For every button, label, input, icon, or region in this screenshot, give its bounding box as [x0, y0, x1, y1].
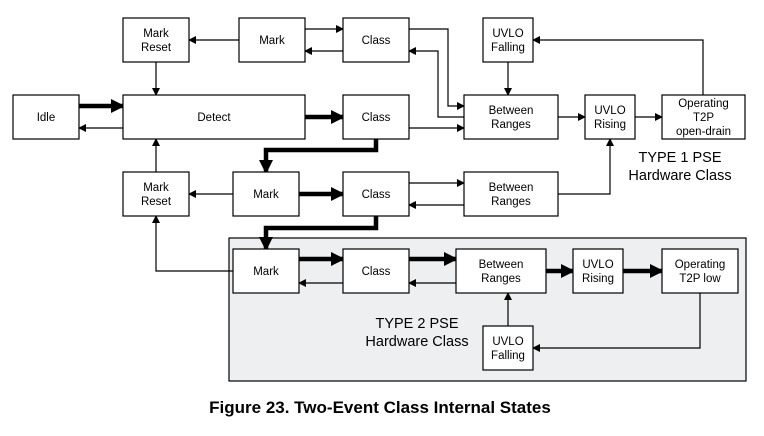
state-uvlo-rising-t2: UVLO Rising	[572, 248, 624, 294]
state-box	[572, 248, 624, 294]
state-box	[122, 17, 190, 63]
state-box	[342, 94, 410, 140]
state-box	[238, 17, 306, 63]
state-label: Detect	[197, 112, 231, 124]
state-label: Class	[362, 35, 391, 47]
state-box	[12, 94, 80, 140]
state-class-t2: Class	[342, 248, 410, 294]
state-label: Mark	[253, 189, 279, 201]
state-box	[584, 94, 636, 140]
state-label: Reset	[141, 196, 172, 208]
state-label: Idle	[37, 112, 56, 124]
type1-label-line1: TYPE 1 PSE	[638, 150, 721, 166]
state-detect: Detect	[122, 94, 306, 140]
state-label: Operating	[675, 259, 726, 271]
state-box	[463, 171, 559, 217]
state-box	[122, 94, 306, 140]
state-uvlo-rising-t1: UVLO Rising	[584, 94, 636, 140]
state-label: Class	[362, 112, 391, 124]
state-box	[342, 171, 410, 217]
state-label: Mark	[253, 266, 279, 278]
state-class-mid: Class	[342, 94, 410, 140]
state-label: Rising	[582, 273, 614, 285]
state-label: UVLO	[492, 336, 523, 348]
state-mark-mid: Mark	[232, 171, 300, 217]
edge-between-ranges-mid-to-uvlo-rising-t1	[558, 138, 614, 195]
state-label: Between	[489, 182, 534, 194]
type1-label-line2: Hardware Class	[628, 168, 731, 184]
state-label: Falling	[491, 350, 525, 362]
edge-between-ranges-t1-to-class-top	[408, 47, 464, 118]
type2-label-line2: Hardware Class	[365, 334, 468, 350]
state-label: Ranges	[481, 273, 521, 285]
state-label: open-drain	[676, 126, 731, 138]
state-label: Reset	[141, 42, 172, 54]
state-label: UVLO	[492, 28, 523, 40]
state-box	[232, 248, 300, 294]
edge-class-top-to-between-ranges-t1	[409, 28, 465, 110]
state-class-mid2: Class	[342, 171, 410, 217]
state-label: Ranges	[491, 196, 531, 208]
state-box	[661, 94, 746, 140]
state-mark-top: Mark	[238, 17, 306, 63]
state-box	[122, 171, 190, 217]
state-label: Between	[489, 105, 534, 117]
state-box	[342, 17, 410, 63]
state-label: Operating	[678, 98, 729, 110]
state-box	[232, 171, 300, 217]
state-uvlo-falling-t2: UVLO Falling	[482, 325, 534, 371]
state-box	[455, 248, 547, 294]
edge-class-mid2-to-mark-t2	[259, 216, 379, 251]
state-box	[342, 248, 410, 294]
state-label: Between	[479, 259, 524, 271]
state-label: UVLO	[582, 259, 613, 271]
state-box	[463, 94, 559, 140]
state-label: UVLO	[594, 105, 625, 117]
state-label: Mark	[143, 182, 169, 194]
state-label: Rising	[594, 119, 626, 131]
state-class-top: Class	[342, 17, 410, 63]
state-box	[482, 17, 534, 63]
edge-operating-t1-to-uvlo-falling-t1	[532, 36, 704, 95]
state-mark-t2: Mark	[232, 248, 300, 294]
state-label: Mark	[143, 28, 169, 40]
figure-caption: Figure 23. Two-Event Class Internal Stat…	[209, 398, 551, 417]
state-box	[482, 325, 534, 371]
state-label: Mark	[259, 35, 285, 47]
edge-mark-t2-to-mark-reset-mid	[152, 215, 233, 272]
state-label: T2P low	[679, 273, 721, 285]
state-label: T2P	[693, 112, 714, 124]
edge-class-mid-to-mark-mid	[259, 139, 379, 174]
state-idle: Idle	[12, 94, 80, 140]
state-label: Ranges	[491, 119, 531, 131]
edge-operating-t2-to-uvlo-falling-t2	[532, 293, 701, 352]
state-label: Class	[362, 266, 391, 278]
type2-label-line1: TYPE 2 PSE	[375, 316, 458, 332]
state-label: Class	[362, 189, 391, 201]
state-uvlo-falling-t1: UVLO Falling	[482, 17, 534, 63]
state-label: Falling	[491, 42, 525, 54]
state-box	[661, 248, 739, 294]
